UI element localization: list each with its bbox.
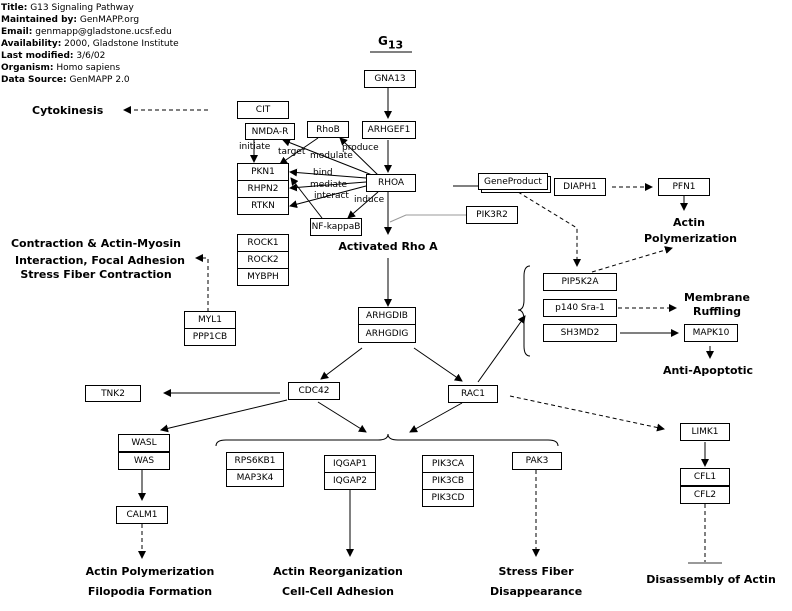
gene-rock1[interactable]: ROCK1 xyxy=(237,234,289,252)
gene-map3k4[interactable]: MAP3K4 xyxy=(226,469,284,487)
edge-label-interact: interact xyxy=(314,191,349,201)
edge-rhoa-rhpn2 xyxy=(289,181,367,192)
edge-geneproduct-pip5k2a xyxy=(517,191,581,267)
outcome-actin-poly-line1: Actin xyxy=(673,216,705,229)
gene-nf-kappab[interactable]: NF-kappaB xyxy=(310,218,362,236)
gene-pfn1[interactable]: PFN1 xyxy=(658,178,710,196)
edge-arhgdig-cdc42 xyxy=(320,347,363,380)
gene-rhpn2[interactable]: RHPN2 xyxy=(237,180,289,198)
gene-rock2[interactable]: ROCK2 xyxy=(237,251,289,269)
gene-myl1[interactable]: MYL1 xyxy=(184,311,236,329)
outcome-disassembly-of-actin: Disassembly of Actin xyxy=(646,573,776,586)
gene-tnk2[interactable]: TNK2 xyxy=(85,385,141,402)
outcome-actin-reorganization: Actin Reorganization xyxy=(273,565,403,578)
gene-pik3cb[interactable]: PIK3CB xyxy=(422,472,474,490)
outcome-activated-rhoa: Activated Rho A xyxy=(338,240,438,253)
outcome-contraction-line3: Stress Fiber Contraction xyxy=(20,268,172,281)
gene-calm1[interactable]: CALM1 xyxy=(116,506,168,524)
edge-myl1-contraction xyxy=(195,254,209,312)
gene-pik3cd[interactable]: PIK3CD xyxy=(422,489,474,507)
gene-cfl1[interactable]: CFL1 xyxy=(680,468,730,486)
gene-rps6kb1[interactable]: RPS6KB1 xyxy=(226,452,284,470)
meta-source: Data Source: GenMAPP 2.0 xyxy=(1,75,130,85)
outcome-contraction-line2: Interaction, Focal Adhesion xyxy=(15,254,185,267)
gene-was[interactable]: WAS xyxy=(118,452,170,470)
gene-arhgdib[interactable]: ARHGDIB xyxy=(358,307,416,325)
gene-rhoa[interactable]: RHOA xyxy=(366,174,416,192)
gene-pik3r2[interactable]: PIK3R2 xyxy=(466,206,518,224)
diagram-title: G13 xyxy=(378,34,404,52)
gene-iqgap2[interactable]: IQGAP2 xyxy=(324,472,376,490)
outcome-membrane-line2: Ruffling xyxy=(692,305,742,318)
outcome-membrane-line1: Membrane xyxy=(684,291,750,304)
edge-pip5k2a-actin xyxy=(591,246,673,273)
meta-availability: Availability: 2000, Gladstone Institute xyxy=(1,39,179,49)
gene-arhgdig[interactable]: ARHGDIG xyxy=(358,324,416,343)
gene-rac1[interactable]: RAC1 xyxy=(448,385,498,403)
edge-label-target: target xyxy=(278,147,306,157)
outcome-actin-poly-line2: Polymerization xyxy=(644,232,737,245)
edge-label-mediate: mediate xyxy=(310,180,348,190)
outcome-anti-apoptotic: Anti-Apoptotic xyxy=(662,364,754,377)
outcome-stress-fiber: Stress Fiber xyxy=(498,565,574,578)
edge-rhoa-nfkb xyxy=(347,191,379,219)
gene-ppp1cb[interactable]: PPP1CB xyxy=(184,328,236,346)
gene-pak3[interactable]: PAK3 xyxy=(512,452,562,470)
edge-rhoa-nmdar xyxy=(282,138,373,176)
gene-cdc42[interactable]: CDC42 xyxy=(288,382,340,400)
gene-pip5k2a[interactable]: PIP5K2A xyxy=(543,273,617,291)
gene-arhgef1[interactable]: ARHGEF1 xyxy=(362,121,416,139)
gene-pik3ca[interactable]: PIK3CA xyxy=(422,455,474,473)
gene-sh3md2[interactable]: SH3MD2 xyxy=(543,324,617,342)
outcome-cytokinesis: Cytokinesis xyxy=(32,104,104,117)
edge-rhoa-pkn1 xyxy=(289,168,367,179)
gene-cfl2[interactable]: CFL2 xyxy=(680,486,730,504)
gene-gna13[interactable]: GNA13 xyxy=(364,70,416,88)
edge-rac1-bottom-brace xyxy=(409,402,463,433)
gene-pkn1[interactable]: PKN1 xyxy=(237,163,289,181)
gene-limk1[interactable]: LIMK1 xyxy=(680,423,730,441)
outcome-cell-cell-adhesion: Cell-Cell Adhesion xyxy=(282,585,394,598)
gene-cit[interactable]: CIT xyxy=(237,101,289,119)
edge-rac1-brace xyxy=(477,315,526,383)
outcome-actin-polymerization: Actin Polymerization xyxy=(85,565,215,578)
gene-rtkn[interactable]: RTKN xyxy=(237,197,289,215)
gene-nmda-r[interactable]: NMDA-R xyxy=(245,123,295,140)
gene-mybph[interactable]: MYBPH xyxy=(237,268,289,286)
gene-p140-sra-1[interactable]: p140 Sra-1 xyxy=(543,299,617,317)
edge-pik3r2-rhoa xyxy=(389,214,466,223)
edge-label-modulate: modulate xyxy=(310,151,353,161)
edge-label-initiate: initiate xyxy=(239,142,271,152)
edge-rac1-limk1 xyxy=(509,395,665,432)
meta-title: Title: G13 Signaling Pathway xyxy=(1,3,134,13)
gene-mapk10[interactable]: MAPK10 xyxy=(684,324,738,342)
edge-rhoa-rhob xyxy=(339,137,379,176)
bottom-brace xyxy=(215,433,559,447)
edge-cdc42-bottom-brace xyxy=(317,401,367,433)
meta-organism: Organism: Homo sapiens xyxy=(1,63,121,73)
edge-label-bind: bind xyxy=(313,168,333,178)
meta-modified: Last modified: 3/6/02 xyxy=(1,51,106,61)
outcome-filopodia-formation: Filopodia Formation xyxy=(87,585,213,598)
edge-rhob-pkn1 xyxy=(279,137,319,165)
edge-arhgdig-rac1 xyxy=(413,347,463,382)
outcome-contraction-line1: Contraction & Actin-Myosin xyxy=(10,237,182,250)
edge-rhoa-rtkn xyxy=(289,185,367,209)
gene-geneproduct[interactable]: GeneProduct xyxy=(478,173,548,190)
edge-cdc42-wasl xyxy=(160,399,288,433)
gene-diaph1[interactable]: DIAPH1 xyxy=(554,178,606,196)
meta-email: Email: genmapp@gladstone.ucsf.edu xyxy=(1,27,172,37)
gene-rhob[interactable]: RhoB xyxy=(307,121,349,138)
edge-label-induce: induce xyxy=(354,195,385,205)
edge-label-produce: produce xyxy=(342,143,379,153)
outcome-disappearance: Disappearance xyxy=(490,585,583,598)
meta-maintained: Maintained by: GenMAPP.org xyxy=(1,15,140,25)
gene-iqgap1[interactable]: IQGAP1 xyxy=(324,455,376,473)
gene-wasl[interactable]: WASL xyxy=(118,434,170,452)
right-brace xyxy=(517,265,531,357)
edge-nfkb-pkn1 xyxy=(290,177,323,219)
